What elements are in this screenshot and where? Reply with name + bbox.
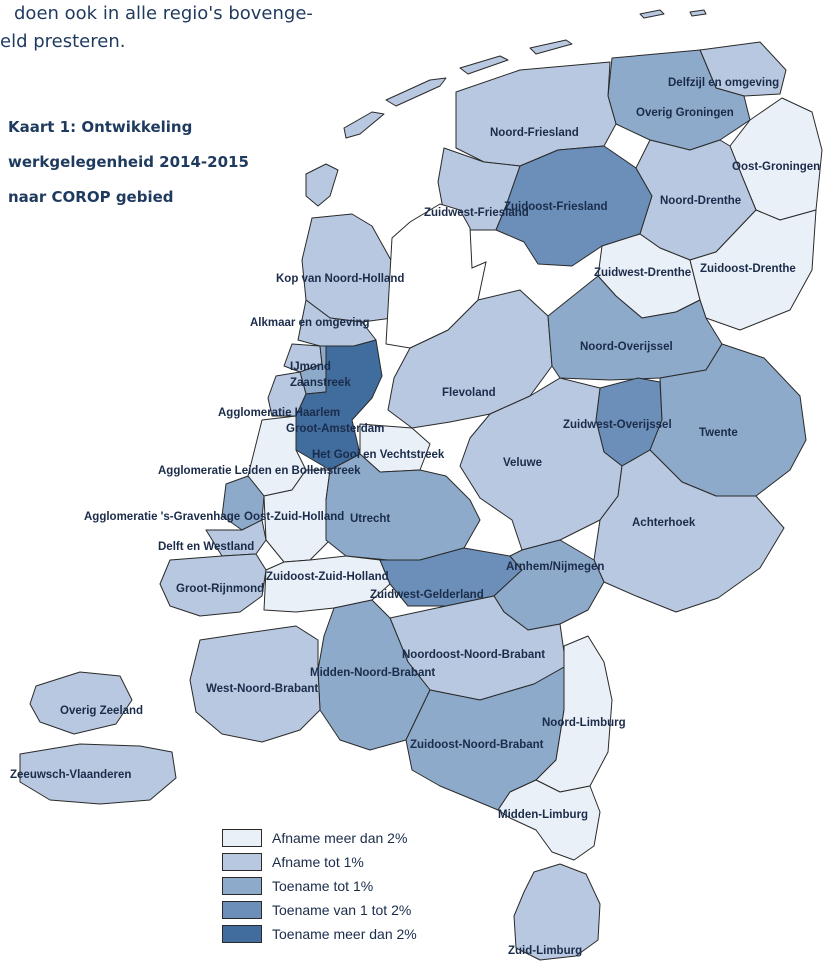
region-label-zuidwest-gelderland: Zuidwest-Gelderland (370, 589, 484, 601)
region-label-kop-van-noord-holland: Kop van Noord-Holland (276, 273, 404, 285)
legend-swatch (222, 829, 262, 847)
region-label-delfzijl-en-omgeving: Delfzijl en omgeving (668, 77, 779, 89)
legend-label: Toename van 1 tot 2% (272, 902, 412, 918)
intro-line-2: eld presteren. (0, 31, 126, 52)
intro-text: doen ook in alle regio's bovenge- eld pr… (0, 0, 360, 56)
legend-item: Toename meer dan 2% (222, 922, 417, 946)
region-west-noord-brabant (189, 625, 321, 743)
region-label-zeeuwsch-vlaanderen: Zeeuwsch-Vlaanderen (10, 769, 131, 781)
region-label-ijmond: IJmond (290, 361, 331, 373)
island-vlieland (343, 111, 385, 139)
region-label-noord-friesland: Noord-Friesland (490, 127, 579, 139)
legend-label: Afname tot 1% (272, 854, 364, 870)
island-rottumeroog (639, 9, 665, 19)
region-zuidoost-drenthe (689, 209, 817, 331)
region-label-groot-amsterdam: Groot-Amsterdam (286, 423, 384, 435)
region-label-groot-rijnmond: Groot-Rijnmond (176, 583, 264, 595)
region-label-veluwe: Veluwe (503, 457, 542, 469)
region-label-zuidoost-drenthe: Zuidoost-Drenthe (700, 263, 796, 275)
region-label-zuid-limburg: Zuid-Limburg (508, 945, 582, 957)
region-label-alkmaar-en-omgeving: Alkmaar en omgeving (250, 317, 370, 329)
legend-item: Afname tot 1% (222, 850, 417, 874)
region-label-agglomeratie-s-gravenhage: Agglomeratie 's-Gravenhage (84, 511, 240, 523)
island-terschelling (385, 77, 447, 107)
region-label-west-noord-brabant: West-Noord-Brabant (206, 683, 318, 695)
legend-item: Toename van 1 tot 2% (222, 898, 417, 922)
intro-line-1: doen ook in alle regio's bovenge- (14, 3, 313, 24)
region-midden-noord-brabant (317, 599, 431, 751)
region-label-overig-zeeland: Overig Zeeland (60, 705, 143, 717)
legend-swatch (222, 901, 262, 919)
map-title-line-2: werkgelegenheid 2014-2015 (8, 153, 249, 171)
region-arnhemnijmegen (493, 539, 605, 631)
region-label-noord-limburg: Noord-Limburg (542, 717, 626, 729)
region-label-overig-groningen: Overig Groningen (636, 107, 734, 119)
region-label-zuidwest-overijssel: Zuidwest-Overijssel (563, 419, 672, 431)
legend-label: Toename meer dan 2% (272, 926, 417, 942)
legend-swatch (222, 925, 262, 943)
region-zeeuwsch-vlaanderen (19, 743, 177, 805)
region-label-utrecht: Utrecht (350, 513, 390, 525)
island-texel (305, 163, 339, 207)
region-label-achterhoek: Achterhoek (632, 517, 696, 529)
region-label-zuidoost-noord-brabant: Zuidoost-Noord-Brabant (410, 739, 544, 751)
region-achterhoek (593, 449, 785, 613)
region-label-noord-overijssel: Noord-Overijssel (580, 341, 673, 353)
map-title-line-1: Kaart 1: Ontwikkeling (8, 118, 193, 136)
region-utrecht (325, 453, 481, 561)
region-zuid-limburg (513, 863, 601, 961)
region-label-zuidwest-friesland: Zuidwest-Friesland (424, 207, 529, 219)
region-label-noord-drenthe: Noord-Drenthe (660, 195, 741, 207)
legend-item: Afname meer dan 2% (222, 826, 417, 850)
region-label-zaanstreek: Zaanstreek (290, 377, 351, 389)
region-label-zuidwest-drenthe: Zuidwest-Drenthe (594, 267, 691, 279)
wadden-islands (305, 9, 707, 207)
legend-item: Toename tot 1% (222, 874, 417, 898)
island-schiermonnikoog (529, 39, 573, 55)
legend-swatch (222, 877, 262, 895)
region-label-arnhemnijmegen: Arnhem/Nijmegen (506, 561, 604, 573)
legend-label: Afname meer dan 2% (272, 830, 408, 846)
region-label-agglomeratie-haarlem: Agglomeratie Haarlem (218, 407, 340, 419)
legend-swatch (222, 853, 262, 871)
map-title: Kaart 1: Ontwikkeling werkgelegenheid 20… (8, 110, 249, 215)
region-label-het-gooi-en-vechtstreek: Het Gooi en Vechtstreek (312, 449, 445, 461)
map-title-line-3: naar COROP gebied (8, 188, 174, 206)
region-overig-zeeland (29, 671, 133, 735)
region-label-delft-en-westland: Delft en Westland (158, 541, 254, 553)
region-noord-overijssel (547, 275, 723, 381)
island-east (689, 9, 707, 17)
island-ameland (459, 55, 509, 75)
water-layer (385, 203, 487, 349)
region-groot-rijnmond (159, 553, 267, 617)
region-label-oost-groningen: Oost-Groningen (732, 161, 820, 173)
region-label-flevoland: Flevoland (442, 387, 496, 399)
region-label-agglomeratie-leiden-en-bollenstreek: Agglomeratie Leiden en Bollenstreek (158, 465, 361, 477)
map-legend: Afname meer dan 2% Afname tot 1% Toename t… (222, 826, 417, 946)
regions-layer (19, 41, 823, 961)
ijsselmeer-inner (385, 203, 487, 349)
region-label-twente: Twente (699, 427, 738, 439)
region-label-zuidoost-zuid-holland: Zuidoost-Zuid-Holland (266, 571, 389, 583)
legend-label: Toename tot 1% (272, 878, 374, 894)
region-label-midden-noord-brabant: Midden-Noord-Brabant (310, 667, 435, 679)
region-label-noordoost-noord-brabant: Noordoost-Noord-Brabant (402, 649, 545, 661)
region-midden-limburg (497, 779, 601, 861)
region-label-zuidoost-friesland: Zuidoost-Friesland (504, 201, 608, 213)
region-label-midden-limburg: Midden-Limburg (498, 809, 588, 821)
region-label-oost-zuid-holland: Oost-Zuid-Holland (244, 511, 344, 523)
